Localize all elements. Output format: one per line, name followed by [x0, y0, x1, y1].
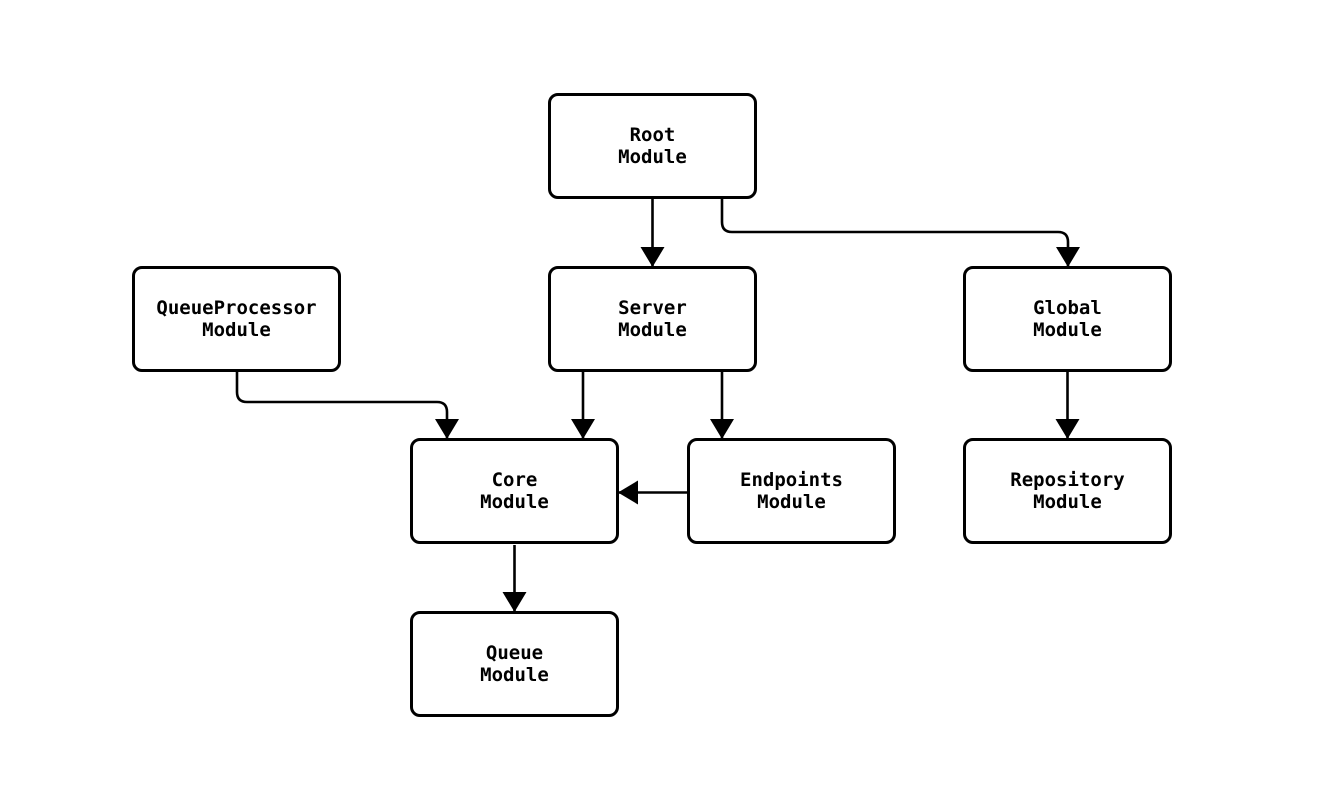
node-label-line1: Endpoints: [740, 469, 843, 491]
node-label-line2: Module: [1033, 491, 1102, 513]
node-queueprocessor-module: QueueProcessor Module: [132, 266, 341, 372]
node-label-line2: Module: [480, 664, 549, 686]
node-label-line2: Module: [618, 146, 687, 168]
node-label-line1: Repository: [1010, 469, 1125, 491]
edge-queueprocessor-to-core: [235, 372, 459, 439]
node-label-line1: Global: [1033, 297, 1102, 319]
node-label-line1: QueueProcessor: [156, 297, 317, 319]
node-label-line2: Module: [202, 319, 271, 341]
node-endpoints-module: Endpoints Module: [687, 438, 896, 544]
node-server-module: Server Module: [548, 266, 757, 372]
node-label-line1: Root: [629, 124, 676, 146]
node-repository-module: Repository Module: [963, 438, 1172, 544]
node-label-line2: Module: [618, 319, 687, 341]
node-label-line2: Module: [1033, 319, 1102, 341]
node-label-line1: Core: [491, 469, 538, 491]
node-label-line2: Module: [757, 491, 826, 513]
node-global-module: Global Module: [963, 266, 1172, 372]
edge-root-to-global: [720, 198, 1080, 267]
node-label-line1: Server: [618, 297, 687, 319]
node-root-module: Root Module: [548, 93, 757, 199]
node-core-module: Core Module: [410, 438, 619, 544]
node-label-line1: Queue: [485, 642, 544, 664]
node-label-line2: Module: [480, 491, 549, 513]
node-queue-module: Queue Module: [410, 611, 619, 717]
